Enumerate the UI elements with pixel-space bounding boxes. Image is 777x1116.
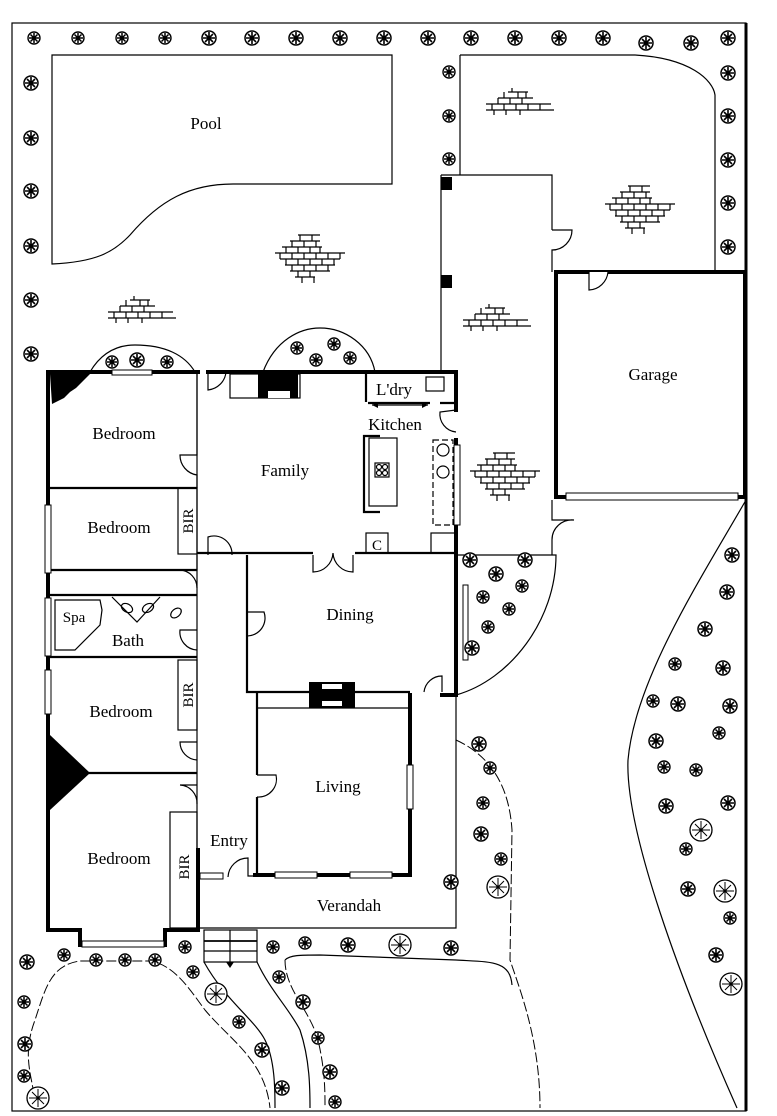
driveway-edge xyxy=(627,499,747,1109)
dining-garden-door xyxy=(423,675,443,693)
verandah-outline xyxy=(198,695,457,929)
dining-walls xyxy=(245,555,410,694)
garage-walls xyxy=(554,270,747,499)
window xyxy=(274,871,318,879)
breezeway-top xyxy=(441,174,553,230)
garden-bed xyxy=(262,327,376,373)
window xyxy=(44,597,52,657)
pool-outline xyxy=(51,54,393,265)
paving-symbol xyxy=(604,185,676,235)
room-label-bedroom3: Bedroom xyxy=(89,702,152,721)
spa-tub xyxy=(54,599,103,651)
family-hall-door xyxy=(207,535,233,556)
window xyxy=(44,669,52,715)
room-label-bath: Bath xyxy=(112,631,145,650)
laundry-door xyxy=(439,409,457,433)
window xyxy=(453,444,461,526)
kitchen-island-bench xyxy=(368,437,398,507)
room-label-bedroom4: Bedroom xyxy=(87,849,150,868)
garden-bed xyxy=(455,554,557,696)
pantry-cupboard xyxy=(365,532,389,554)
fireplace-opening xyxy=(322,684,342,689)
window xyxy=(44,504,52,574)
sink xyxy=(436,443,450,457)
paving-symbol xyxy=(485,87,555,116)
window xyxy=(111,369,153,376)
room-label-bir3: BIR xyxy=(177,854,193,879)
fridge-space xyxy=(430,532,456,554)
laundry-walls xyxy=(364,372,456,405)
living-door xyxy=(256,774,278,798)
bay-window xyxy=(81,940,165,948)
garden-bed-edge xyxy=(455,739,541,1109)
room-label-bedroom2: Bedroom xyxy=(87,518,150,537)
room-label-bedroom1: Bedroom xyxy=(92,424,155,443)
room-label-dining: Dining xyxy=(326,605,374,624)
kitchen-island xyxy=(362,434,380,514)
room-label-living: Living xyxy=(315,777,361,796)
room-label-pool: Pool xyxy=(190,114,221,133)
sliding-door-arrow xyxy=(372,402,428,408)
down-arrow-icon xyxy=(226,962,234,968)
garage-side-door xyxy=(588,271,609,291)
courtyard-outline xyxy=(460,54,716,270)
room-label-family: Family xyxy=(261,461,310,480)
basin xyxy=(120,602,134,614)
window xyxy=(462,584,469,661)
toilet xyxy=(170,607,182,619)
room-label-entry: Entry xyxy=(210,831,248,850)
room-label-cupboard: C xyxy=(372,538,382,554)
sink xyxy=(436,465,450,479)
dining-double-door xyxy=(312,552,354,573)
laundry-tub xyxy=(425,376,445,392)
kitchen-bench xyxy=(432,439,454,526)
room-label-garage: Garage xyxy=(628,365,677,384)
lawn-edge xyxy=(284,954,513,986)
paving-symbol xyxy=(469,452,541,502)
pillar xyxy=(441,177,452,190)
side-gate-door xyxy=(551,500,575,555)
pillar xyxy=(441,275,452,288)
garage-door xyxy=(565,492,739,501)
bath-door xyxy=(179,629,198,651)
dining-side-door xyxy=(246,611,266,637)
room-label-spa: Spa xyxy=(63,610,86,626)
cooktop xyxy=(374,462,390,478)
sidelight-window xyxy=(199,872,224,880)
bedroom1-door xyxy=(179,372,198,488)
bedroom2-door xyxy=(179,555,198,589)
gate-door xyxy=(551,229,573,272)
vanity xyxy=(111,596,161,623)
bedroom3-door xyxy=(179,741,198,761)
room-label-laundry: L'dry xyxy=(376,380,413,399)
room-label-bir2: BIR xyxy=(181,682,197,707)
garden-bed xyxy=(89,344,196,373)
paving-symbol xyxy=(107,295,177,324)
fireplace-opening xyxy=(268,391,290,398)
window xyxy=(406,764,414,810)
paving-symbol xyxy=(462,303,532,332)
front-path-edge xyxy=(256,961,311,1109)
corner-fireplace xyxy=(50,374,90,404)
family-door xyxy=(207,371,227,391)
paving-symbol xyxy=(274,234,346,284)
room-label-verandah: Verandah xyxy=(317,896,382,915)
bedroom4-door xyxy=(179,784,198,805)
fireplace-opening xyxy=(322,701,342,706)
basin xyxy=(141,602,155,614)
entry-door xyxy=(227,857,257,878)
front-garden-bed xyxy=(27,960,271,1109)
room-label-kitchen: Kitchen xyxy=(368,415,422,434)
room-label-bir1: BIR xyxy=(181,508,197,533)
window xyxy=(349,871,393,879)
